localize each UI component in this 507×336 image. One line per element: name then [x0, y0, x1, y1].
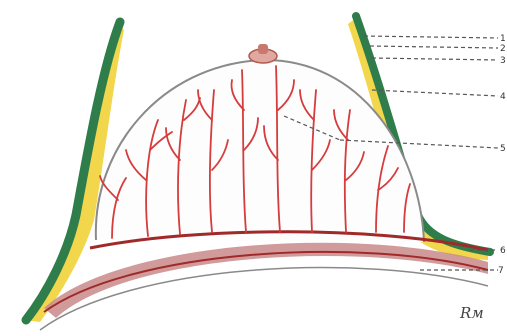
label-7: 7 — [498, 266, 504, 276]
label-4: 4 — [500, 92, 506, 102]
label-2: 2 — [500, 44, 506, 54]
label-1: 1 — [500, 34, 506, 44]
artist-signature: Rм — [459, 304, 484, 322]
label-6: 6 — [500, 246, 506, 256]
nipple-tip — [258, 44, 268, 54]
label-3: 3 — [500, 56, 506, 66]
label-5: 5 — [500, 144, 506, 154]
